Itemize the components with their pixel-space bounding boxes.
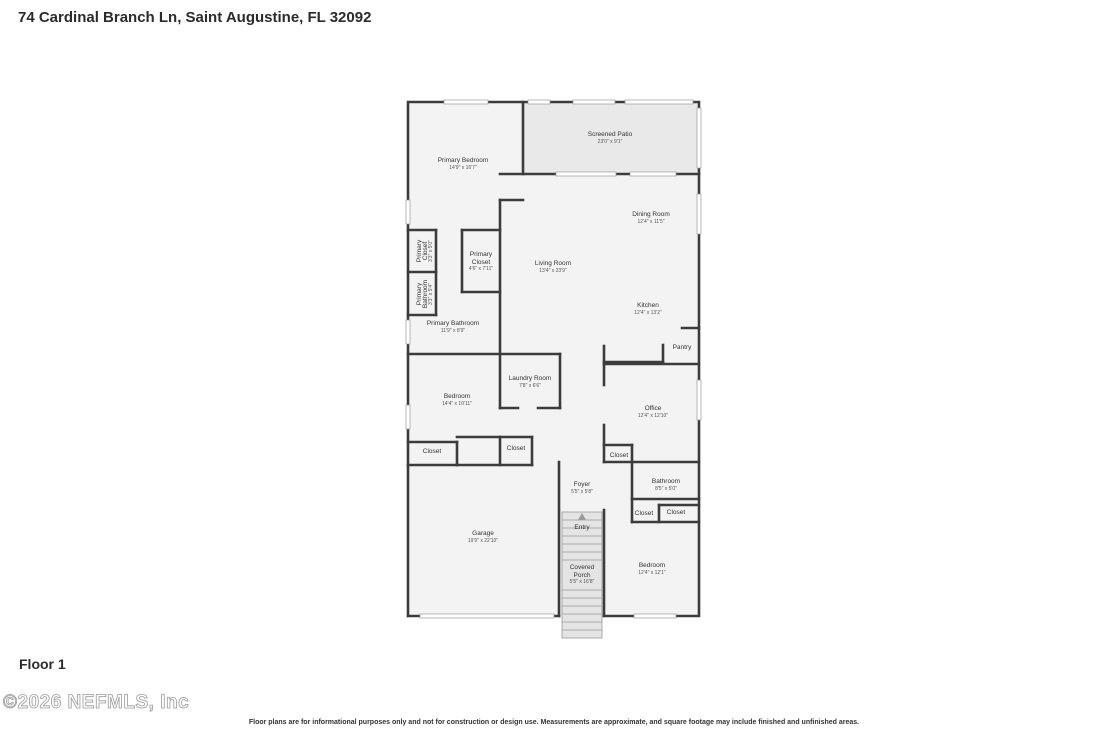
room-name: Bedroom xyxy=(444,393,470,400)
room-name: Bathroom xyxy=(422,280,429,308)
room-name: Primary Bedroom xyxy=(438,157,489,164)
room-name: Bathroom xyxy=(652,478,680,485)
room-dims: 12'4" x 11'5" xyxy=(637,219,664,225)
room-dims: 14'4" x 10'11" xyxy=(442,401,472,407)
room-name: Kitchen xyxy=(637,302,659,309)
room-dims: 12'4" x 13'2" xyxy=(634,310,662,316)
primary-bathroom-small-label: Primary Bathroom 3'3" x 5'4" xyxy=(416,280,434,308)
covered-porch-outline xyxy=(561,511,603,639)
interior-walls xyxy=(406,100,701,524)
covered-porch-area xyxy=(562,512,602,638)
room-dims: 12'4" x 12'1" xyxy=(638,570,666,576)
windows xyxy=(405,99,702,619)
room-name: Primary xyxy=(416,282,423,305)
room-dims: 23'0" x 9'1" xyxy=(598,139,623,145)
floor-label: Floor 1 xyxy=(19,656,66,672)
primary-closet-small-label: Primary Closet 3'3" x 5'0" xyxy=(416,239,434,262)
room-name: Screened Patio xyxy=(588,131,633,138)
disclaimer: Floor plans are for informational purpos… xyxy=(248,719,860,726)
room-dims: 13'4" x 23'9" xyxy=(539,268,567,274)
room-name: Bedroom xyxy=(639,562,665,569)
room-dims: 3'3" x 5'4" xyxy=(428,283,434,305)
address-title: 74 Cardinal Branch Ln, Saint Augustine, … xyxy=(18,9,372,26)
room-name: Garage xyxy=(472,530,494,537)
room-name: Closet xyxy=(635,510,654,517)
watermark: ©2026 NEFMLS, Inc xyxy=(3,692,190,714)
room-name: Office xyxy=(645,405,662,412)
room-name: Covered xyxy=(570,564,595,571)
room-name: Closet xyxy=(610,452,629,459)
room-name: Dining Room xyxy=(632,211,670,218)
room-dims: 3'3" x 5'0" xyxy=(428,240,434,262)
room-name: Closet xyxy=(472,259,491,266)
room-name: Porch xyxy=(574,572,591,579)
room-dims: 7'8" x 6'6" xyxy=(519,383,541,389)
room-name: Living Room xyxy=(535,260,571,267)
room-name: Primary xyxy=(470,251,493,258)
room-name: Closet xyxy=(507,445,526,452)
room-name: Pantry xyxy=(673,344,693,351)
room-dims: 5'5" x 16'8" xyxy=(570,579,595,585)
room-dims: 14'9" x 16'7" xyxy=(449,165,477,171)
room-dims: 19'9" x 22'10" xyxy=(468,538,498,544)
room-name: Closet xyxy=(423,448,442,455)
room-dims: 12'4" x 12'10" xyxy=(638,413,668,419)
room-name: Laundry Room xyxy=(509,375,552,382)
room-dims: 5'5" x 5'8" xyxy=(571,489,593,495)
room-name: Closet xyxy=(422,242,429,261)
room-name: Entry xyxy=(574,524,590,531)
room-dims: 11'9" x 8'9" xyxy=(441,328,465,334)
room-dims: 8'5" x 5'0" xyxy=(655,486,677,492)
room-dims: 4'6" x 7'11" xyxy=(469,266,493,272)
room-name: Foyer xyxy=(574,481,591,488)
room-name: Closet xyxy=(667,509,686,516)
room-name: Primary xyxy=(416,239,423,262)
floor-area xyxy=(408,102,699,616)
screened-patio-area xyxy=(523,102,699,174)
room-name: Primary Bathroom xyxy=(427,320,479,327)
entry-arrow-icon xyxy=(578,513,586,520)
